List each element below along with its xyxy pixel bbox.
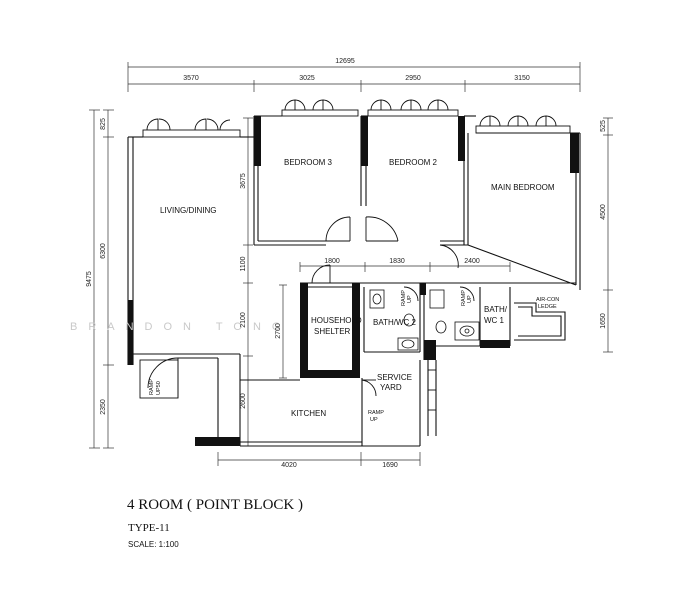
label-aircon-ledge-1: AIR-CON bbox=[536, 297, 559, 303]
label-bedroom-3: BEDROOM 3 bbox=[284, 158, 333, 167]
label-living-dining: LIVING/DINING bbox=[160, 206, 216, 215]
dim-left-3: 2350 bbox=[100, 399, 107, 415]
dim-right-2: 4500 bbox=[600, 204, 607, 220]
dim-top-4: 3150 bbox=[514, 75, 530, 82]
dim-right-1: 525 bbox=[600, 120, 607, 132]
dim-left-1: 825 bbox=[100, 118, 107, 130]
dim-inner-4: 2600 bbox=[240, 393, 247, 409]
plan-type: TYPE-11 bbox=[128, 522, 170, 534]
dim-mid-1: 1800 bbox=[324, 258, 340, 265]
dim-right-3: 1650 bbox=[600, 313, 607, 329]
label-ramp-yard-1: RAMP bbox=[368, 410, 384, 416]
dimension-labels: 12695 3570 3025 2950 3150 9475 825 6300 … bbox=[86, 58, 607, 469]
label-main-bedroom: MAIN BEDROOM bbox=[491, 183, 555, 192]
label-ramp-entrance-2: UP50 bbox=[156, 381, 162, 395]
label-household-shelter-1: HOUSEHOLD bbox=[311, 316, 362, 325]
label-ramp-entrance-1: RAMP bbox=[149, 379, 155, 395]
room-labels: LIVING/DINING BEDROOM 3 BEDROOM 2 MAIN B… bbox=[160, 158, 559, 418]
plan-scale: SCALE: 1:100 bbox=[128, 540, 179, 549]
windows bbox=[142, 99, 571, 411]
watermark: BRANDON TONG bbox=[70, 321, 291, 333]
label-ramp-bath1-1: RAMP bbox=[461, 290, 467, 306]
structural-columns bbox=[128, 116, 579, 446]
label-bath-wc-2: BATH/WC 2 bbox=[373, 318, 417, 327]
dim-top-total: 12695 bbox=[335, 58, 355, 65]
dim-top-3: 2950 bbox=[405, 75, 421, 82]
floor-plan-drawing: BRANDON TONG LIVING/DINING BEDROOM 3 BED… bbox=[70, 58, 613, 469]
dim-bottom-2: 1690 bbox=[382, 462, 398, 469]
dim-top-1: 3570 bbox=[183, 75, 199, 82]
dim-inner-3: 2100 bbox=[240, 312, 247, 328]
dim-shelter: 2700 bbox=[275, 323, 282, 339]
label-bath-wc-1-1: BATH/ bbox=[484, 305, 508, 314]
dim-mid-3: 2400 bbox=[464, 258, 480, 265]
label-bedroom-2: BEDROOM 2 bbox=[389, 158, 438, 167]
label-service-yard-2: YARD bbox=[380, 383, 402, 392]
ramp-labels: RAMP UP50 RAMP UP RAMP UP RAMP UP bbox=[149, 290, 473, 423]
label-kitchen: KITCHEN bbox=[291, 409, 326, 418]
dim-left-2: 6300 bbox=[100, 243, 107, 259]
label-ramp-bath2-2: UP bbox=[407, 295, 413, 303]
dim-inner-2: 1100 bbox=[240, 256, 247, 271]
label-ramp-yard-2: UP bbox=[370, 417, 378, 423]
label-household-shelter-2: SHELTER bbox=[314, 327, 351, 336]
sanitary-fixtures bbox=[369, 289, 480, 351]
dim-top-2: 3025 bbox=[299, 75, 315, 82]
dim-bottom-1: 4020 bbox=[281, 462, 297, 469]
label-service-yard-1: SERVICE bbox=[377, 373, 412, 382]
dim-inner-1: 3675 bbox=[240, 173, 247, 189]
label-ramp-bath1-2: UP bbox=[467, 295, 473, 303]
label-aircon-ledge-2: LEDGE bbox=[538, 304, 557, 310]
label-bath-wc-1-2: WC 1 bbox=[484, 316, 505, 325]
dim-left-total: 9475 bbox=[86, 271, 93, 287]
dim-mid-2: 1830 bbox=[389, 258, 405, 265]
walls bbox=[127, 115, 581, 447]
plan-title: 4 ROOM ( POINT BLOCK ) bbox=[127, 497, 303, 513]
doors bbox=[139, 216, 475, 399]
label-ramp-bath2-1: RAMP bbox=[401, 290, 407, 306]
